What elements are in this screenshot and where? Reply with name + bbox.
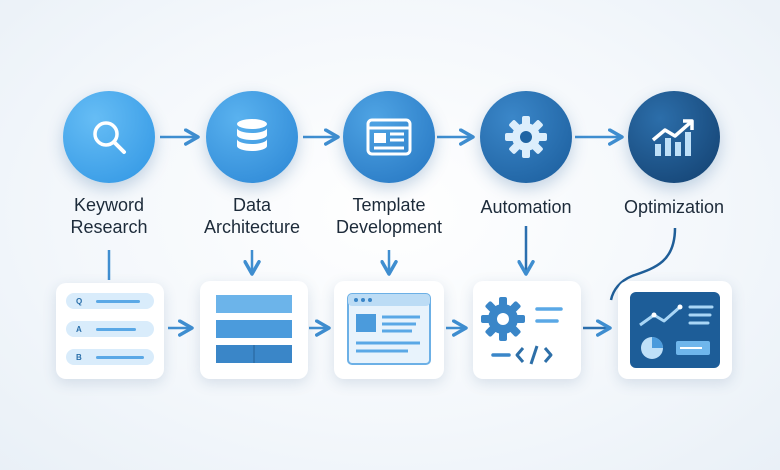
keyword-tag: Q bbox=[76, 296, 83, 306]
browser-window-icon bbox=[347, 293, 431, 365]
step-label-automation: Automation bbox=[480, 197, 572, 217]
step-label-keyword-research: Keyword Research bbox=[70, 195, 148, 237]
keyword-row: Q bbox=[66, 293, 154, 309]
layout-icon bbox=[366, 118, 412, 156]
step-label-optimization: Optimization bbox=[623, 197, 725, 217]
trend-up-chart-icon bbox=[651, 119, 694, 156]
step-keyword-research-circle bbox=[63, 91, 155, 183]
keyword-tag: B bbox=[76, 352, 82, 362]
keyword-bar bbox=[96, 327, 136, 331]
keyword-row: A bbox=[66, 321, 154, 337]
keyword-bar bbox=[96, 299, 140, 303]
search-icon bbox=[93, 121, 126, 154]
analytics-dashboard-card bbox=[618, 281, 732, 379]
data-table-card bbox=[200, 281, 308, 379]
step-template-development-circle bbox=[343, 91, 435, 183]
keyword-row: B bbox=[66, 349, 154, 365]
step-data-architecture-circle bbox=[206, 91, 298, 183]
database-icon bbox=[237, 119, 267, 151]
step-optimization-circle bbox=[628, 91, 720, 183]
step-label-data-architecture: Data Architecture bbox=[203, 195, 301, 237]
template-browser-card bbox=[334, 281, 444, 379]
keyword-list-card: Q A B bbox=[56, 283, 164, 379]
step-automation-circle bbox=[480, 91, 572, 183]
gear-icon bbox=[505, 116, 547, 158]
dashboard-icon bbox=[630, 292, 720, 368]
data-table-icon bbox=[216, 295, 292, 363]
gear-code-icon bbox=[481, 297, 563, 365]
step-label-template-development: Template Development bbox=[335, 195, 443, 237]
keyword-bar bbox=[96, 355, 144, 359]
curve-step5 bbox=[609, 227, 677, 301]
keyword-tag: A bbox=[76, 324, 82, 334]
automation-code-card bbox=[473, 281, 581, 379]
